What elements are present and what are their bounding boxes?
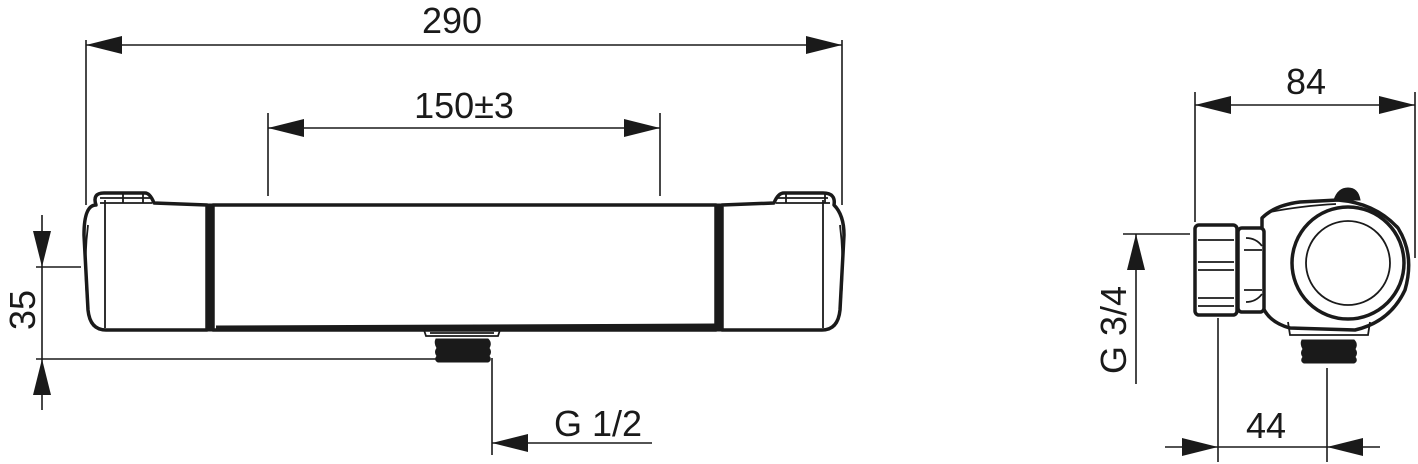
outlet-fitting — [423, 329, 501, 363]
dimension-outlet-thread: G 1/2 — [491, 358, 652, 455]
dimension-label-44: 44 — [1246, 405, 1286, 446]
thread-label-g-3-4: G 3/4 — [1093, 286, 1134, 374]
dimension-depth: 84 — [1194, 61, 1416, 258]
mixer-body-side — [1193, 187, 1411, 364]
thread-label-g-1-2: G 1/2 — [554, 403, 642, 444]
dimension-label-84: 84 — [1286, 61, 1326, 102]
side-view: 84 — [1093, 61, 1416, 462]
dimension-height: 35 — [2, 215, 436, 410]
dimension-outlet-offset: 44 — [1165, 318, 1380, 462]
dimension-overall-length: 290 — [85, 0, 843, 205]
dimension-label-290: 290 — [422, 0, 482, 41]
dimension-inlet-spacing: 150±3 — [267, 85, 661, 196]
mixer-body-front — [82, 191, 846, 332]
dimension-label-35: 35 — [2, 290, 43, 330]
front-view: 290 150±3 — [2, 0, 846, 455]
dimension-label-150: 150±3 — [414, 85, 514, 126]
dimension-inlet-thread: G 3/4 — [1093, 233, 1190, 384]
